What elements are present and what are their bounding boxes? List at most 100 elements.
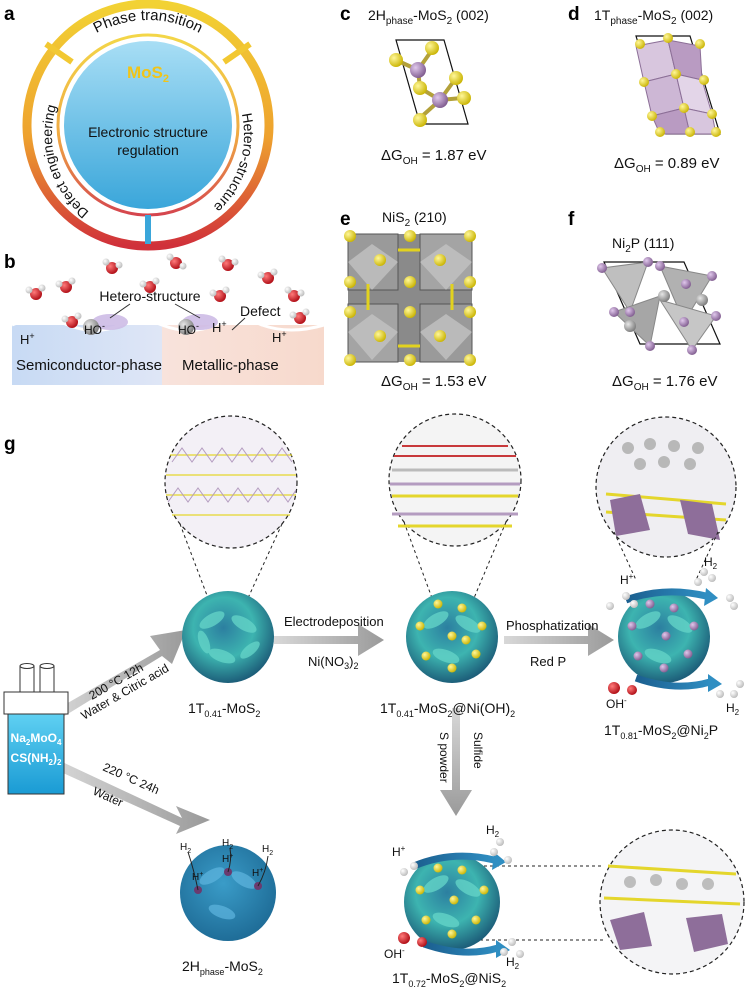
panel-label-e: e — [340, 209, 351, 230]
panel-a-ring-diagram: Phase transition Defect engineering Hete… — [22, 0, 274, 251]
flower-nis2 — [404, 852, 510, 958]
water-molecules — [25, 253, 310, 328]
h2-2h-3: H2 — [262, 844, 273, 857]
zoom-circle-ni-oh — [388, 413, 522, 599]
h2-ni2p-bottom: H2 — [726, 701, 740, 717]
reaction-arrow-top — [412, 852, 495, 870]
panel-d-title: 1Tphase-MoS2 (002) — [594, 7, 713, 27]
panel-e-title: NiS2 (210) — [382, 209, 447, 229]
label-mos2-nis2: 1T0.72-MoS2@NiS2 — [392, 970, 506, 989]
sulfur-atom — [413, 113, 427, 127]
beaker-label-1: Na2MoO4 — [11, 731, 62, 747]
flower-1t041 — [182, 591, 274, 683]
label-mos2-ni2p: 1T0.81-MoS2@Ni2P — [604, 722, 718, 741]
flower-ni2p — [618, 588, 722, 692]
molybdenum-atom — [410, 62, 426, 78]
heterostructure-pointer-2 — [174, 303, 201, 319]
zoom-circle-nis2 — [454, 829, 745, 975]
zoom-circle-1t041 — [164, 415, 298, 599]
label-mos2-ni-oh: 1T0.41-MoS2@Ni(OH)2 — [380, 700, 515, 719]
panel-c-delta-g: ΔGOH = 1.87 eV — [381, 147, 487, 167]
label-metallic-phase: Metallic-phase — [182, 357, 279, 374]
label-defect: Defect — [240, 303, 281, 319]
gas-molecules — [398, 568, 744, 958]
unit-cell — [395, 39, 469, 125]
panel-d-delta-g: ΔGOH = 0.89 eV — [614, 155, 720, 175]
h2-nis2-bottom: H2 — [506, 955, 520, 971]
heterostructure-site-1 — [92, 314, 128, 330]
panel-label-c: c — [340, 4, 351, 25]
phosphatization-label: Phosphatization — [506, 618, 599, 633]
core-line-2: regulation — [117, 142, 179, 158]
ion-ho-minus-1: HO- — [84, 321, 105, 337]
molybdenum-atom — [432, 92, 448, 108]
defect-pointer — [231, 317, 246, 331]
bonds — [395, 48, 463, 120]
core-circle — [64, 41, 232, 209]
arrow-electrodeposition — [274, 624, 384, 656]
beaker-lid — [3, 691, 69, 715]
beaker-label-2: CS(NH2)2 — [11, 751, 62, 767]
defect-atom-1 — [83, 319, 99, 335]
octahedra — [635, 39, 717, 135]
outer-ring — [22, 0, 274, 251]
phosphatization-reagent: Red P — [530, 654, 566, 669]
h-plus-2h-3: H+ — [252, 867, 263, 879]
sulfur-atom — [425, 41, 439, 55]
sulfur-atom — [413, 81, 427, 95]
ion-h-plus-nis2: H+ — [392, 844, 406, 859]
panel-label-b: b — [4, 252, 16, 273]
sulfur-atom — [389, 53, 403, 67]
ion-h-plus-2: H+ — [212, 319, 227, 335]
h2-2h-1: H2 — [180, 842, 191, 855]
panel-f-delta-g: ΔGOH = 1.76 eV — [612, 373, 718, 393]
label-semiconductor-phase: Semiconductor-phase — [16, 357, 162, 374]
arrow-to-1t041 — [52, 630, 186, 720]
panel-e-structure: NiS2 (210) ΔGOH = 1.53 eV — [344, 209, 487, 393]
ring-separator-1 — [44, 41, 74, 65]
defect-atom-2 — [178, 319, 194, 335]
arrow-sulfide — [440, 708, 472, 816]
panel-c-title: 2Hphase-MoS2 (002) — [368, 7, 489, 27]
sulfur-atoms — [344, 230, 476, 366]
heterostructure-pointer-1 — [109, 303, 131, 319]
tetrahedra — [601, 261, 717, 351]
core-title: MoS2 — [127, 63, 169, 85]
ion-h-plus-1: H+ — [20, 331, 35, 347]
panel-label-g: g — [4, 434, 16, 455]
s-powder-label: S powder — [437, 732, 451, 783]
ion-ho-minus-2: HO- — [178, 321, 199, 337]
panel-e-delta-g: ΔGOH = 1.53 eV — [381, 373, 487, 393]
h2-ni2p-top: H2 — [704, 555, 718, 571]
h2-2h-2: H2 — [222, 838, 233, 851]
zoom-circle-ni2p — [595, 416, 737, 581]
ion-h-plus-ni2p: H+ — [620, 572, 634, 587]
flower-ni-oh — [406, 591, 498, 683]
sulfur-atom — [457, 91, 471, 105]
sulfur-atom — [449, 71, 463, 85]
flower-2h — [180, 845, 276, 941]
beaker-liquid — [7, 713, 65, 795]
reaction-beaker: Na2MoO4 CS(NH2)2 — [3, 663, 69, 795]
label-2h-mos2: 2Hphase-MoS2 — [182, 958, 263, 977]
panel-d-structure: 1Tphase-MoS2 (002) ΔGOH = 0.89 eV — [594, 7, 721, 175]
panel-label-f: f — [568, 209, 575, 230]
phosphorus-atoms — [597, 257, 721, 355]
reaction-arrow-top — [624, 588, 707, 604]
sulfide-label: Sulfide — [471, 732, 485, 769]
h-plus-2h-1: H+ — [192, 871, 203, 883]
oh-minus-ni2p: OH- — [606, 696, 627, 711]
panel-c-structure: 2Hphase-MoS2 (002) ΔGOH = 1.87 eV — [368, 7, 489, 167]
panel-b-interface-diagram: Hetero-structure Defect Semiconductor-ph… — [11, 253, 325, 385]
h-plus-2h-2: H+ — [222, 853, 233, 865]
electrodeposition-reagent: Ni(NO3)2 — [308, 654, 358, 671]
panel-f-structure: Ni2P (111) ΔGOH = 1.76 eV — [597, 235, 721, 393]
panel-label-a: a — [4, 4, 15, 25]
h2-nis2-top: H2 — [486, 823, 500, 839]
label-1t041-mos2: 1T0.41-MoS2 — [188, 700, 260, 719]
metallic-phase-block — [162, 325, 324, 385]
octahedra — [347, 233, 473, 363]
process-arrows — [52, 624, 614, 834]
nickel-atoms — [624, 290, 708, 332]
